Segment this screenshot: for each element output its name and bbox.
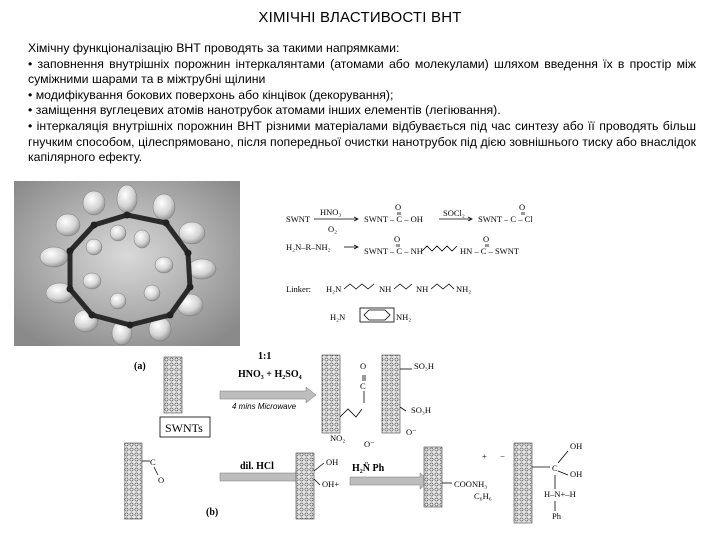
nanotube-b-final [513,442,533,524]
ring-h2n: H₂N [330,312,345,322]
nanotube-b-mid [295,452,315,520]
slide-title: ХІМІЧНІ ВЛАСТИВОСТІ ВНТ [258,9,462,26]
nanotube-b-product [423,446,443,508]
o-minus-label: O⁻ [406,427,417,437]
linker-h2n: H₂N [326,284,341,294]
o-minus-label: O⁻ [364,439,375,449]
ratio-label: 1:1 [258,351,271,362]
product-oh: OH [570,469,582,479]
linker-label: Linker: [286,284,311,294]
hno3-label: HNO₃ [320,207,341,217]
socl2-label: SOCl₂ [443,208,465,218]
bullet-item: • інтеркаляція внутрішніх порожнин ВНТ р… [28,118,696,165]
c6h6-label: C₆H₆ [474,491,492,501]
product-oh: OH [570,441,582,451]
dil-hcl-label: dil. HCl [240,461,274,472]
amine-label: H₂N̈ Ph [352,461,385,474]
bullet-item: • заміщення вуглецевих атомів нанотрубок… [28,103,501,118]
acids-label: HNO₃ + H₂SO₄ [238,369,302,380]
microwave-label: 4 mins Microwave [232,402,297,411]
product-c: C [552,463,558,473]
minus-label: − [500,451,505,461]
intro-text: Хімічну функціоналізацію ВНТ проводять з… [28,41,400,55]
carbonyl-o: O [395,202,401,212]
swnts-label: SWNTs [165,421,203,435]
linker-nh: NH [379,284,391,294]
swnts-box [159,416,211,438]
oxygen-label: O [158,475,164,485]
ring-nh2: NH₂ [396,312,411,322]
nanotube-orbital-figure [14,181,240,346]
oh-plus-label: OH+ [322,479,339,489]
diamine-label: H₂N–R–NH₂ [286,242,331,252]
panel-label-b: (b) [206,507,218,518]
panel-label-a: (a) [134,361,146,372]
carbon-label: C [150,457,156,467]
functionalization-scheme: (a) (b) 1:1 HNO₃ + H₂SO₄ H₂N̈ Ph dil. HC… [124,351,582,524]
oxygen-label: O [360,361,366,371]
carbon-label: C [360,381,366,391]
acid-product: SWNT – C – OH [364,214,423,224]
reaction-arrow [219,386,317,404]
bullet-item: • заповнення внутрішніх порожнин інтерка… [28,56,696,87]
swnt-label: SWNT [286,214,311,224]
product-ph: Ph [552,511,562,521]
nanotube-product [381,354,401,434]
amide-left: SWNT – C – NH [364,246,423,256]
carbonyl-o: O [483,234,489,244]
amidation-scheme: SWNT HNO₃ O₂ SWNT – C – OH O SOCl₂ SWNT … [286,202,533,323]
slide-body: Хімічну функціоналізацію ВНТ проводять з… [28,41,696,166]
bullet-item: • модифікування бокових поверхонь або кі… [28,87,394,102]
o2-label: O₂ [328,224,337,234]
carbonyl-o: O [394,234,400,244]
cooh-label: COONH₃ [454,479,487,489]
linker-nh2: NH₂ [456,284,471,294]
acyl-chloride-product: SWNT – C – Cl [478,214,533,224]
so3h-label: SO₃H [414,361,434,371]
product-hnh: H–N+–H [544,489,576,499]
amide-right: HN – C – SWNT [460,246,520,256]
reaction-arrow [349,472,431,490]
nanotube-a [163,356,183,414]
plus-label: + [482,451,487,461]
no2-label: NO₂ [330,433,345,443]
carbonyl-o: O [519,202,525,212]
oh-label: OH [326,457,338,467]
nanotube-b [124,442,143,520]
linker-nh: NH [416,284,428,294]
nanotube-product [321,354,341,434]
so3h-label: SO₃H [411,405,431,415]
